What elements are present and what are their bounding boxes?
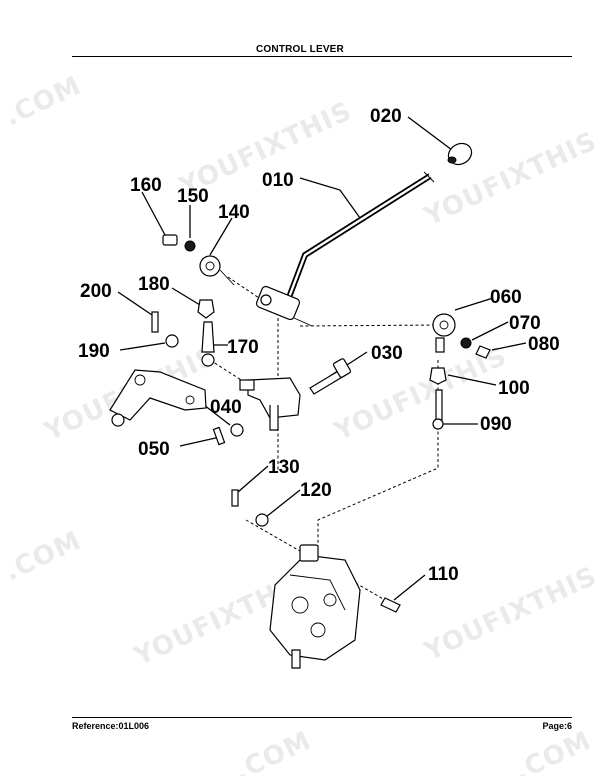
callout-120: 120 [300, 480, 332, 501]
right-linkage-parts [429, 313, 491, 430]
callout-090: 090 [480, 414, 512, 435]
arm-fasteners [212, 423, 244, 446]
lever-knob [447, 142, 473, 166]
footer-rule [72, 717, 572, 718]
pivot-bracket [239, 377, 301, 431]
callout-030: 030 [371, 343, 403, 364]
upper-link-parts [162, 234, 235, 286]
callout-170: 170 [227, 337, 259, 358]
assembly-lines [209, 276, 441, 601]
control-valve-body [269, 544, 401, 669]
reference-code: Reference:01L006 [72, 721, 150, 731]
callout-080: 080 [528, 334, 560, 355]
left-link-parts [151, 299, 215, 367]
callout-070: 070 [509, 313, 541, 334]
control-arm [109, 369, 207, 427]
pivot-bolt [309, 358, 352, 395]
page-number: Page:6 [542, 721, 572, 731]
control-lever-rod [255, 171, 435, 327]
header-rule [72, 56, 572, 57]
callout-040: 040 [210, 397, 242, 418]
callout-060: 060 [490, 287, 522, 308]
valve-link-fasteners [231, 489, 269, 527]
callout-190: 190 [78, 341, 110, 362]
callout-160: 160 [130, 175, 162, 196]
callout-020: 020 [370, 106, 402, 127]
callout-200: 200 [80, 281, 112, 302]
callout-050: 050 [138, 439, 170, 460]
callout-010: 010 [262, 170, 294, 191]
callout-100: 100 [498, 378, 530, 399]
callout-110: 110 [428, 564, 459, 585]
callout-130: 130 [268, 457, 300, 478]
callout-150: 150 [177, 186, 209, 207]
callout-180: 180 [138, 274, 170, 295]
callout-140: 140 [218, 202, 250, 223]
page-title: CONTROL LEVER [256, 44, 344, 55]
leader-lines [117, 116, 527, 601]
